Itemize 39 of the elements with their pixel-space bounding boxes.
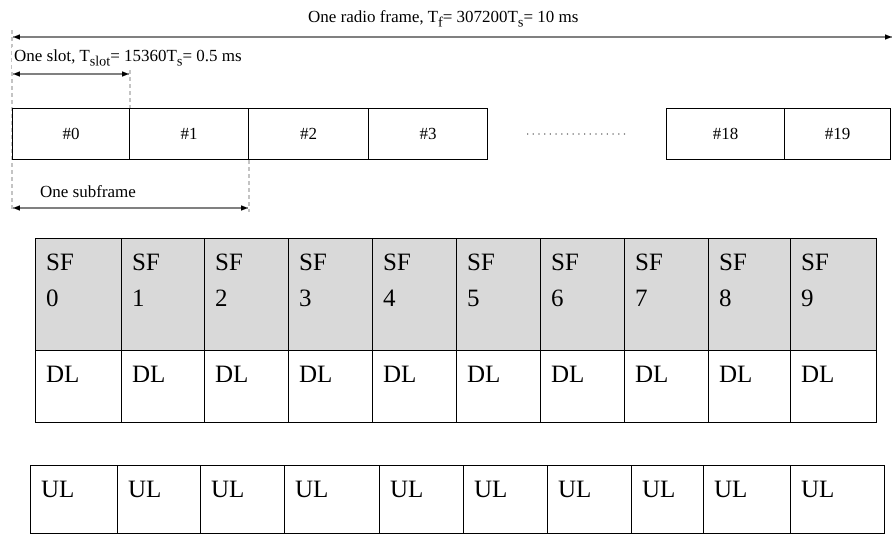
- slot-box: #0: [12, 108, 130, 160]
- slot-box: #2: [248, 108, 369, 160]
- downlink-cell: DL: [372, 350, 456, 422]
- downlink-cell: DL: [456, 350, 540, 422]
- uplink-cell: UL: [200, 466, 284, 534]
- subframe-cell: SF 9: [790, 238, 876, 350]
- downlink-cell: DL: [288, 350, 372, 422]
- uplink-cell: UL: [464, 466, 548, 534]
- uplink-cell: UL: [548, 466, 632, 534]
- downlink-cell: DL: [204, 350, 288, 422]
- dimension-label: One slot, T$_{slot}$= 15360T$_{s}$= 0.5 ms: [12, 47, 244, 69]
- uplink-cell: UL: [704, 466, 790, 534]
- subframe-cell: SF 2: [204, 238, 288, 350]
- slot-box: #3: [368, 108, 488, 160]
- downlink-cell: DL: [708, 350, 790, 422]
- subframe-cell: SF 6: [540, 238, 624, 350]
- slot-box: #1: [129, 108, 249, 160]
- subframe-cell: SF 8: [708, 238, 790, 350]
- uplink-cell: UL: [284, 466, 380, 534]
- uplink-cell: UL: [380, 466, 464, 534]
- subframe-cell: SF 0: [36, 238, 122, 350]
- uplink-cell: UL: [632, 466, 704, 534]
- uplink-cell: UL: [30, 466, 118, 534]
- downlink-cell: DL: [790, 350, 876, 422]
- subframe-cell: SF 5: [456, 238, 540, 350]
- dimension-label: One radio frame, T$_{f}$= 307200T$_{s}$= 10 ms: [306, 8, 580, 30]
- uplink-cell: UL: [790, 466, 884, 534]
- subframe-cell: SF 1: [122, 238, 204, 350]
- slot-box: #18: [666, 108, 785, 160]
- downlink-cell: DL: [122, 350, 204, 422]
- downlink-cell: DL: [540, 350, 624, 422]
- dimension-label: One subframe: [38, 183, 138, 200]
- subframe-cell: SF 4: [372, 238, 456, 350]
- subframe-cell: SF 7: [624, 238, 708, 350]
- downlink-cell: DL: [624, 350, 708, 422]
- slot-box: #19: [784, 108, 891, 160]
- subframe-cell: SF 3: [288, 238, 372, 350]
- downlink-cell: DL: [36, 350, 122, 422]
- uplink-cell: UL: [118, 466, 200, 534]
